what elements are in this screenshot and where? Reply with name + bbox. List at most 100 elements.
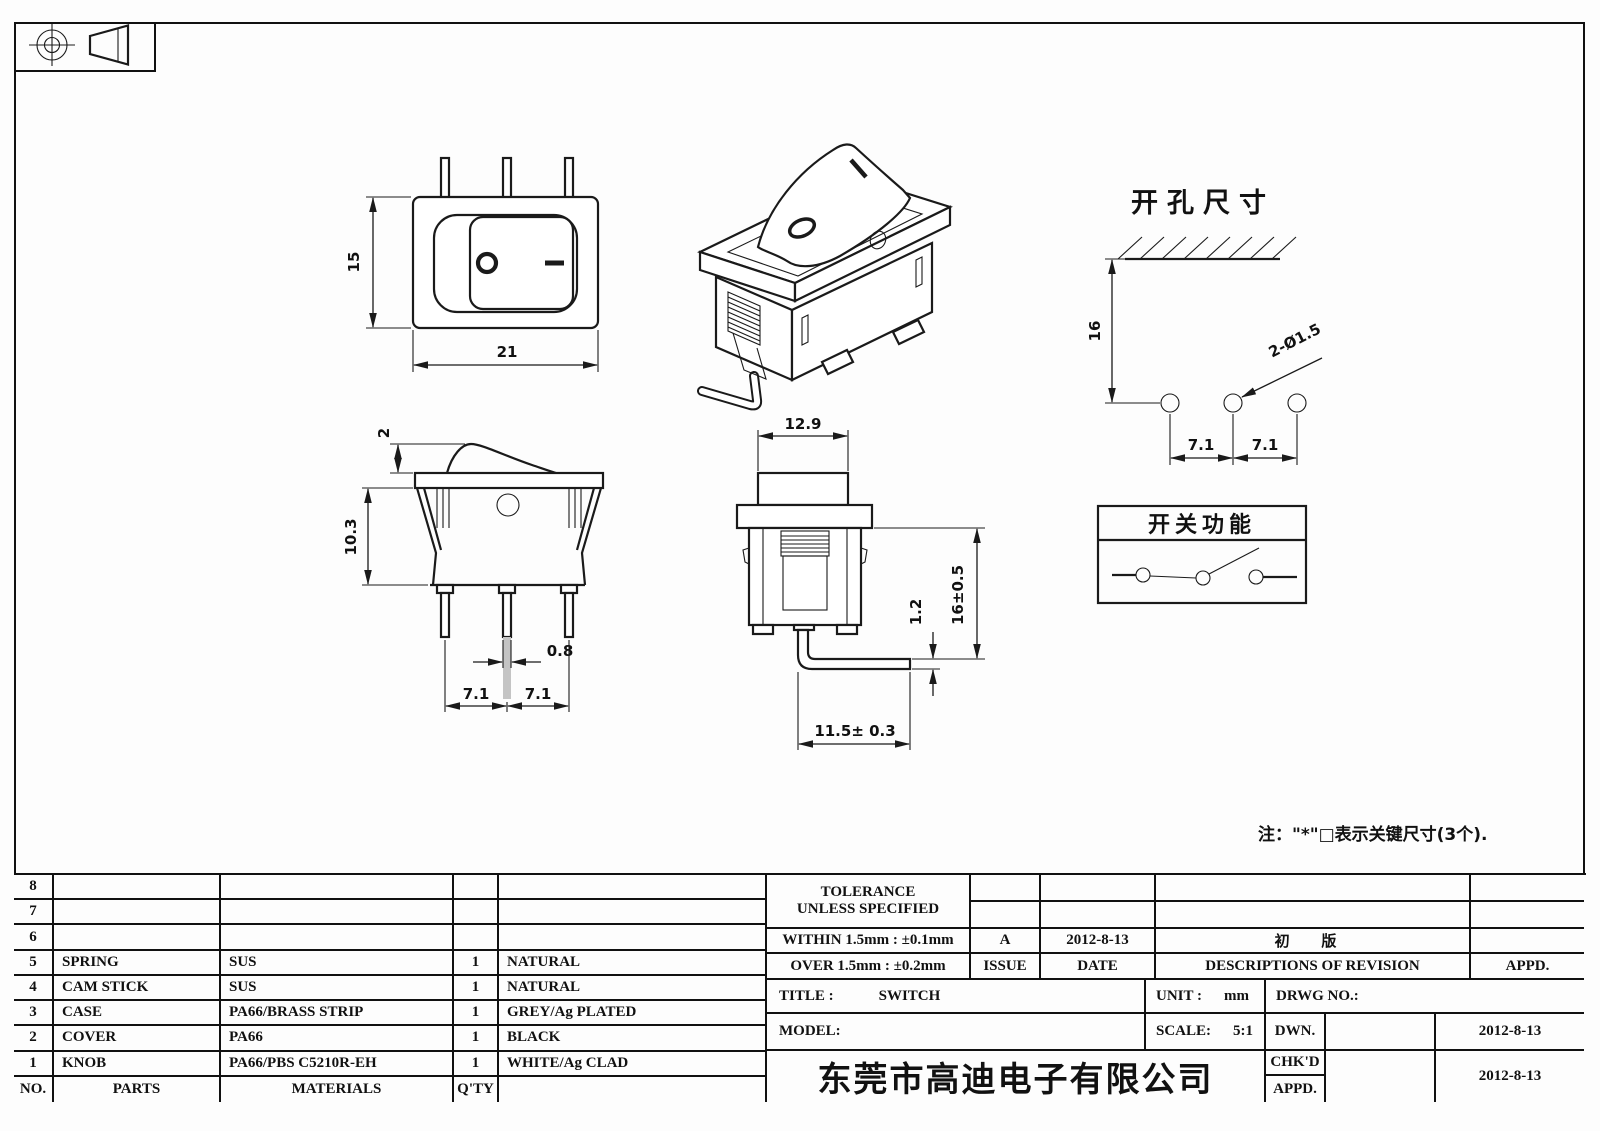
tolerance-over: OVER 1.5mm : ±0.2mm <box>767 954 969 980</box>
parts-header-parts: PARTS <box>54 1076 221 1102</box>
dim-pitch-right: 7.1 <box>525 685 552 703</box>
tolerance-header-cell: TOLERANCE UNLESS SPECIFIED <box>767 875 969 929</box>
revision-description-value: 初 版 <box>1154 929 1469 954</box>
title-cell: TITLE : SWITCH <box>767 980 1144 1014</box>
title-value: SWITCH <box>878 987 941 1004</box>
side-view: 2 10.3 0.8 7.1 7.1 <box>342 428 605 712</box>
parts-row-qty <box>454 925 499 951</box>
front-view: 15 21 <box>345 156 600 372</box>
perspective-view <box>697 143 953 411</box>
dwn-date: 2012-8-13 <box>1434 1014 1584 1051</box>
dim-pin-length: 11.5± 0.3 <box>814 722 895 740</box>
perspective-off-symbol <box>787 217 817 239</box>
parts-row-qty: 1 <box>454 1001 499 1027</box>
revision-empty-cell <box>969 875 1039 902</box>
revision-description-label: DESCRIPTIONS OF REVISION <box>1154 954 1469 980</box>
parts-row-no: 7 <box>14 900 54 926</box>
parts-row-qty: 1 <box>454 975 499 1002</box>
parts-row-part: CASE <box>54 1001 221 1027</box>
parts-row-part <box>54 875 221 901</box>
parts-row-material: SUS <box>221 975 454 1002</box>
parts-row-finish: NATURAL <box>499 975 767 1002</box>
dim-hole-diameter: 2-Ø1.5 <box>1266 320 1324 361</box>
revision-date-value: 2012-8-13 <box>1039 929 1154 954</box>
perspective-on-symbol <box>849 158 868 179</box>
chkd-label: CHK'D <box>1264 1051 1324 1076</box>
parts-row-qty: 1 <box>454 1026 499 1052</box>
dim-profile-width: 12.9 <box>784 415 821 433</box>
parts-row-material: SUS <box>221 950 454 976</box>
model-cell: MODEL: <box>767 1014 1144 1051</box>
parts-row-material: PA66 <box>221 1026 454 1052</box>
parts-row-part <box>54 900 221 926</box>
chkd-date: 2012-8-13 <box>1434 1051 1584 1102</box>
title-label: TITLE : <box>779 987 834 1004</box>
appd-label: APPD. <box>1264 1076 1324 1102</box>
function-box-title: 开关功能 <box>1148 512 1256 538</box>
dim-front-width: 21 <box>497 343 518 361</box>
panel-cutout-view: 开孔尺寸 16 2-Ø1.5 7.1 7.1 <box>1086 188 1324 465</box>
revision-appd-label: APPD. <box>1469 954 1584 980</box>
parts-row-material <box>221 925 454 951</box>
dim-rocker-height: 2 <box>375 428 393 438</box>
mounting-hole <box>1223 393 1243 413</box>
revision-appd-value <box>1469 929 1584 954</box>
drawing-canvas: .ol{fill:#fff;stroke:#1a1a1a;stroke-widt… <box>29 24 1324 750</box>
third-angle-projection-icon <box>29 24 130 66</box>
profile-view: 12.9 16±0.5 1.2 11.5± 0.3 <box>735 415 985 750</box>
drwg-no-cell: DRWG NO.: <box>1264 980 1584 1014</box>
parts-row-no: 3 <box>14 1001 54 1027</box>
parts-row-qty: 1 <box>454 950 499 976</box>
rocker-off-symbol <box>475 251 499 275</box>
dim-hole-pitch-right: 7.1 <box>1252 436 1279 454</box>
parts-header-qty: Q'TY <box>454 1076 499 1102</box>
chkd-signature-cell <box>1324 1051 1434 1102</box>
mounting-hole <box>1160 393 1180 413</box>
parts-row-qty <box>454 875 499 901</box>
parts-row-finish: WHITE/Ag CLAD <box>499 1051 767 1077</box>
revision-issue-value: A <box>969 929 1039 954</box>
revision-date-label: DATE <box>1039 954 1154 980</box>
parts-row-part: SPRING <box>54 950 221 976</box>
dim-pitch-left: 7.1 <box>463 685 490 703</box>
parts-row-finish: NATURAL <box>499 950 767 976</box>
parts-row-no: 2 <box>14 1026 54 1052</box>
unit-label: UNIT : <box>1156 987 1202 1004</box>
parts-row-qty <box>454 900 499 926</box>
parts-row-finish <box>499 900 767 926</box>
parts-row-material <box>221 875 454 901</box>
revision-empty-cell <box>1039 902 1154 929</box>
parts-row-part: CAM STICK <box>54 975 221 1002</box>
parts-row-finish: GREY/Ag PLATED <box>499 1001 767 1027</box>
parts-row-part: KNOB <box>54 1051 221 1077</box>
parts-row-no: 8 <box>14 875 54 901</box>
dim-pin-thickness: 1.2 <box>907 599 925 626</box>
tolerance-within: WITHIN 1.5mm : ±0.1mm <box>767 929 969 954</box>
parts-row-no: 1 <box>14 1051 54 1077</box>
dim-cutout-depth: 16 <box>1086 321 1104 342</box>
tolerance-line2: UNLESS SPECIFIED <box>796 901 940 917</box>
scale-value: 5:1 <box>1233 1023 1254 1039</box>
revision-empty-cell <box>1154 902 1469 929</box>
parts-row-finish <box>499 925 767 951</box>
mounting-hole <box>1287 393 1307 413</box>
revision-empty-cell <box>969 902 1039 929</box>
parts-header-finish <box>499 1076 767 1102</box>
key-dimension-note: 注："*"□表示关键尺寸(3个). <box>1258 825 1488 845</box>
tolerance-line1: TOLERANCE <box>820 884 916 900</box>
dwn-label: DWN. <box>1264 1014 1324 1051</box>
parts-row-part <box>54 925 221 951</box>
parts-row-part: COVER <box>54 1026 221 1052</box>
switch-function-box: 开关功能 <box>1096 504 1308 605</box>
parts-row-qty: 1 <box>454 1051 499 1077</box>
revision-issue-label: ISSUE <box>969 954 1039 980</box>
company-name: 东莞市高迪电子有限公司 <box>817 1060 1214 1100</box>
scale-label: SCALE: <box>1156 1023 1212 1039</box>
parts-row-material: PA66/PBS C5210R-EH <box>221 1051 454 1077</box>
dim-hole-pitch-left: 7.1 <box>1188 436 1215 454</box>
parts-header-materials: MATERIALS <box>221 1076 454 1102</box>
revision-empty-cell <box>1469 902 1584 929</box>
parts-row-no: 5 <box>14 950 54 976</box>
dim-total-height: 16±0.5 <box>949 565 967 625</box>
